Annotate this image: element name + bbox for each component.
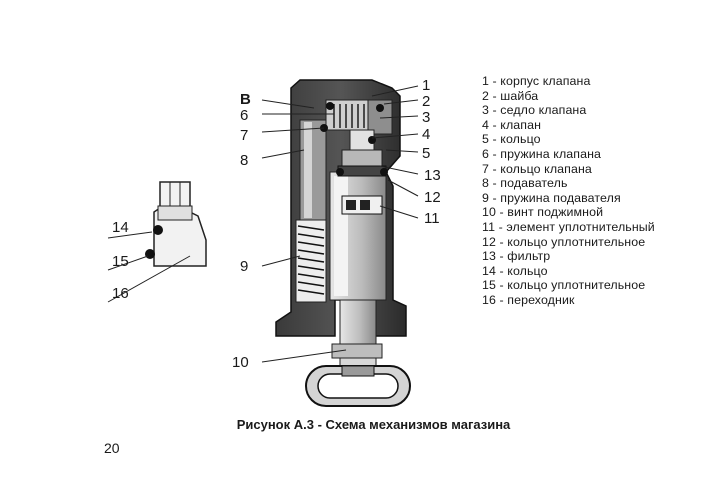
feeder-body [299,119,327,221]
legend-item: 15 - кольцо уплотнительное [482,278,646,293]
clamp-screw-ring [305,365,411,407]
callout-13: 13 [424,167,441,184]
parts-legend: 1 - корпус клапана 2 - шайба 3 - седло к… [482,74,655,308]
legend-item: 3 - седло клапана [482,103,587,118]
legend-item: 5 - кольцо [482,132,541,147]
legend-item: 12 - кольцо уплотнительное [482,234,646,249]
legend-item: 9 - пружина подавателя [482,190,621,205]
callout-10: 10 [232,354,249,371]
callout-14: 14 [112,219,129,236]
legend-item: 10 - винт поджимной [482,205,604,220]
legend-item: 7 - кольцо клапана [482,161,592,176]
callout-7: 7 [240,127,248,144]
legend-item: 1 - корпус клапана [482,74,591,88]
legend-item: 16 - переходник [482,292,575,307]
valve-spring [333,104,365,128]
callout-8: 8 [240,152,248,169]
callout-9: 9 [240,258,248,275]
legend-item: 2 - шайба [482,88,539,103]
callout-1: 1 [422,77,430,94]
callout-3: 3 [422,109,430,126]
adapter-detail [145,181,207,267]
callout-11: 11 [424,210,440,227]
main-mechanism [275,79,411,407]
callout-15: 15 [112,253,129,270]
legend-item: 14 - кольцо [482,263,548,278]
callout-B: В [240,91,251,108]
callout-12: 12 [424,189,441,206]
legend-item: 11 - элемент уплотнительный [482,219,655,234]
callout-16: 16 [112,285,129,302]
callout-labels: В 1 2 3 4 5 6 7 8 9 10 11 12 13 14 15 16 [112,77,441,371]
legend-item: 13 - фильтр [482,249,551,264]
callout-2: 2 [422,93,430,110]
filter [337,165,387,177]
leader-lines [107,85,419,363]
legend-item: 4 - клапан [482,117,542,132]
callout-5: 5 [422,145,430,162]
legend-item: 8 - подаватель [482,176,568,191]
clamp-screw-neck [339,299,377,345]
figure-caption: Рисунок А.3 - Схема механизмов магазина [236,417,511,432]
adapter-o-ring [145,249,155,259]
feeder-spring [297,225,325,295]
adapter-ring [153,225,163,235]
page-number: 20 [104,440,120,456]
callout-6: 6 [240,107,248,124]
legend-item: 6 - пружина клапана [482,146,601,161]
callout-4: 4 [422,126,430,143]
